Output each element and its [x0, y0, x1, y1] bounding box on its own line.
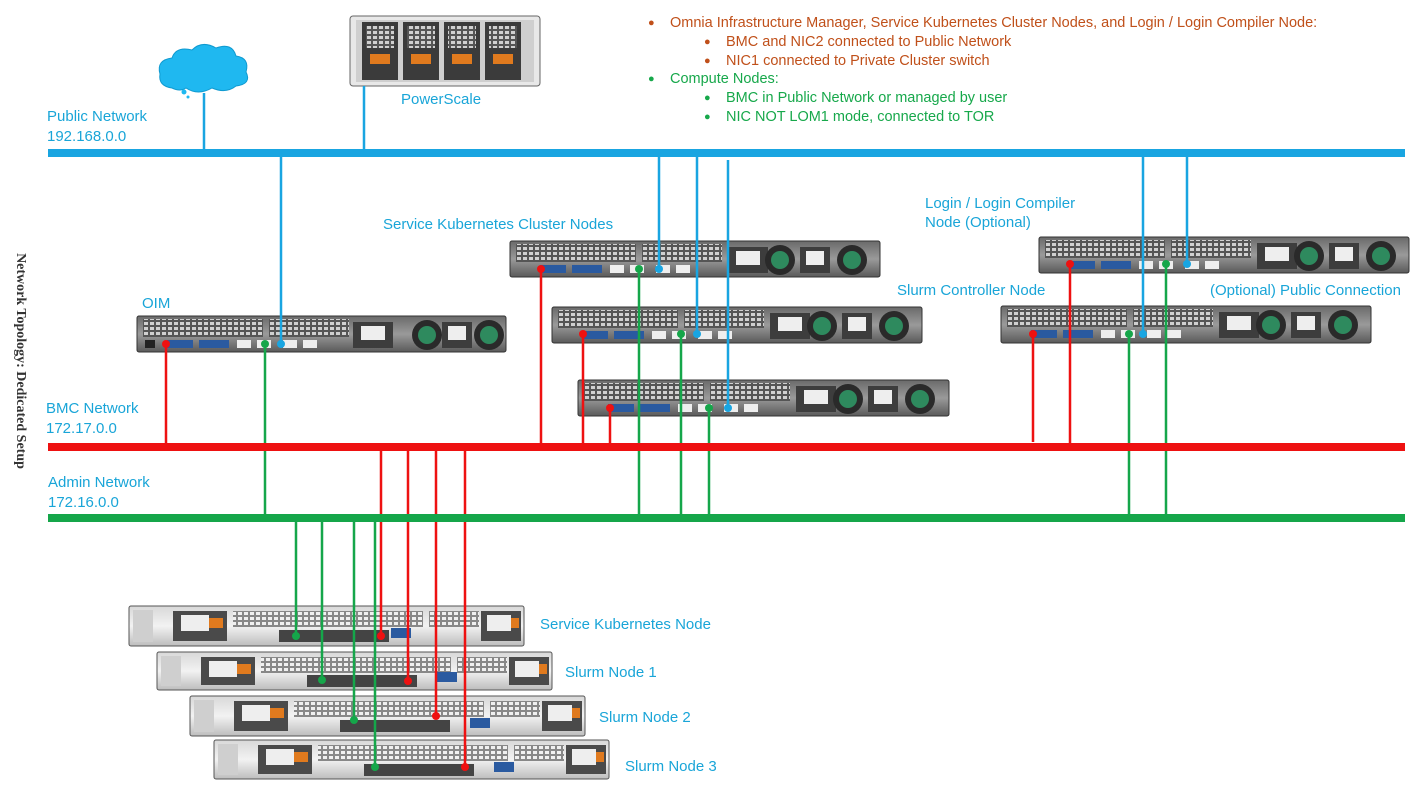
powerscale-chassis-icon	[349, 15, 541, 87]
slurm-controller-label: Slurm Controller Node	[897, 282, 1046, 299]
public-network-subnet: 192.168.0.0	[47, 128, 127, 145]
bmc-network-label: BMC Network 172.17.0.0	[46, 399, 139, 439]
service-k8s-cluster-label: Service Kubernetes Cluster Nodes	[383, 216, 614, 233]
legend-item-infra-sub1: ●BMC and NIC2 connected to Public Networ…	[704, 33, 1012, 50]
legend-item-compute-sub1: ●BMC in Public Network or managed by use…	[704, 90, 1008, 107]
admin-connections	[263, 264, 1168, 767]
slurm-node-1-label: Slurm Node 1	[565, 664, 657, 681]
slurm-node-3-label: Slurm Node 3	[625, 758, 717, 775]
slurm-node-2-label: Slurm Node 2	[599, 709, 691, 726]
bmc-network-subnet: 172.17.0.0	[46, 420, 117, 437]
rack-server-icon	[128, 236, 1410, 780]
legend-item-infra: ●Omnia Infrastructure Manager, Service K…	[648, 15, 1318, 31]
cloud-icon	[158, 44, 249, 99]
public-network-name: Public Network	[47, 108, 148, 125]
legend-item-compute-sub2: ●NIC NOT LOM1 mode, connected to TOR	[704, 108, 995, 125]
optional-public-label: (Optional) Public Connection	[1210, 282, 1401, 299]
service-k8s-node-label: Service Kubernetes Node	[540, 616, 711, 633]
bmc-network-bus	[48, 443, 1405, 451]
login-node-label-line2: Node (Optional)	[925, 214, 1031, 231]
login-node-label: Login / Login Compiler Node (Optional)	[925, 194, 1075, 232]
bmc-connections	[164, 264, 1072, 767]
admin-network-label: Admin Network 172.16.0.0	[48, 473, 150, 513]
legend-item-compute-sub1-text: BMC in Public Network or managed by user	[726, 90, 1008, 107]
legend-item-compute: ●Compute Nodes:	[648, 71, 779, 88]
legend-item-compute-text: Compute Nodes:	[670, 71, 779, 88]
bmc-network-name: BMC Network	[46, 400, 139, 417]
legend-item-infra-text: Omnia Infrastructure Manager, Service Ku…	[670, 15, 1318, 31]
login-node-label-line1: Login / Login Compiler	[925, 195, 1076, 212]
legend-item-infra-sub1-text: BMC and NIC2 connected to Public Network	[726, 33, 1012, 50]
oim-label: OIM	[142, 295, 171, 312]
public-connections	[202, 86, 1189, 408]
public-network-bus	[48, 149, 1405, 157]
legend-item-infra-sub2-text: NIC1 connected to Private Cluster switch	[726, 52, 990, 69]
port-dots	[162, 260, 1191, 771]
admin-network-subnet: 172.16.0.0	[48, 494, 119, 511]
legend-item-compute-sub2-text: NIC NOT LOM1 mode, connected to TOR	[726, 108, 995, 125]
legend: ●Omnia Infrastructure Manager, Service K…	[648, 14, 1317, 127]
legend-item-infra-sub2: ●NIC1 connected to Private Cluster switc…	[704, 52, 990, 69]
admin-network-bus	[48, 514, 1405, 522]
powerscale-label: PowerScale	[401, 91, 482, 108]
public-network-label: Public Network 192.168.0.0	[47, 107, 147, 147]
side-title: Network Topology: Dedicated Setup	[13, 253, 28, 469]
admin-network-name: Admin Network	[48, 474, 150, 491]
